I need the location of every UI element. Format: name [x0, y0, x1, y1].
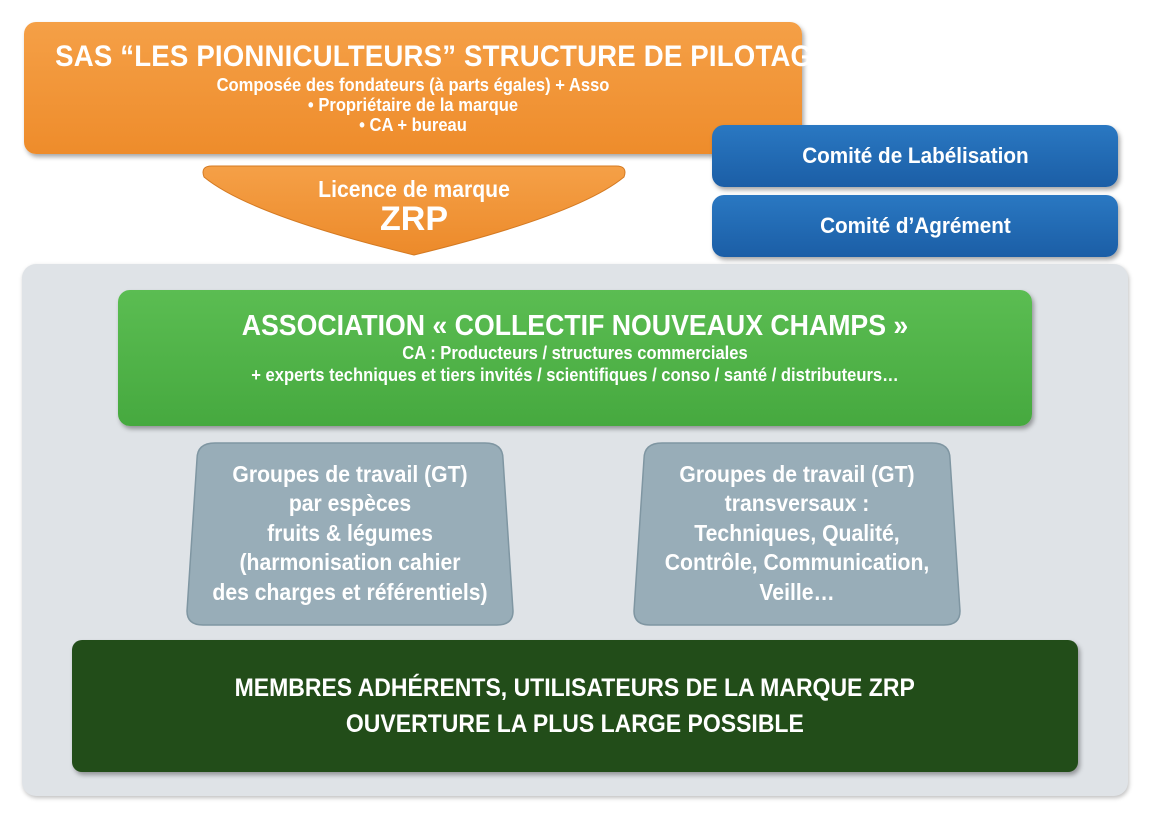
gt-species-line: des charges et référentiels) — [212, 578, 488, 605]
committee-labelisation-box: Comité de Labélisation — [712, 125, 1118, 187]
gt-transversal-line: Techniques, Qualité, — [694, 519, 900, 546]
members-box: MEMBRES ADHÉRENTS, UTILISATEURS DE LA MA… — [72, 640, 1078, 772]
licence-arrow-shape — [202, 165, 626, 256]
working-group-transversal-shape — [633, 442, 961, 626]
licence-brand: ZRP — [380, 200, 448, 239]
sas-composition-line: Composée des fondateurs (à parts égales)… — [216, 74, 610, 95]
sas-board-line: • CA + bureau — [359, 114, 467, 135]
sas-steering-box: SAS “LES PIONNICULTEURS” STRUCTURE DE PI… — [24, 22, 831, 154]
gt-transversal-line: transversaux : — [724, 490, 870, 517]
gt-transversal-line: Groupes de travail (GT) — [679, 461, 915, 487]
gt-species-line: Groupes de travail (GT) — [232, 461, 468, 487]
sas-title: SAS “LES PIONNICULTEURS” STRUCTURE DE PI… — [55, 40, 831, 73]
licence-label-group: Licence de marque ZRP — [198, 176, 630, 236]
working-group-species-shape — [186, 442, 514, 626]
committee-labelisation-label: Comité de Labélisation — [801, 143, 1029, 169]
members-title-line: MEMBRES ADHÉRENTS, UTILISATEURS DE LA MA… — [234, 673, 916, 702]
association-experts-line: + experts techniques et tiers invités / … — [251, 364, 899, 385]
working-group-transversal: Groupes de travail (GT) transversaux : T… — [632, 460, 962, 607]
gt-transversal-line: Contrôle, Communication, — [664, 549, 930, 576]
gt-species-line: par espèces — [288, 490, 412, 517]
gt-species-line: (harmonisation cahier — [239, 549, 461, 576]
gt-species-line: fruits & légumes — [267, 519, 433, 546]
working-group-species: Groupes de travail (GT) par espèces frui… — [185, 460, 515, 607]
committee-agrement-box: Comité d’Agrément — [712, 195, 1118, 257]
association-title: ASSOCIATION « COLLECTIF NOUVEAUX CHAMPS … — [241, 310, 909, 342]
members-openness-line: OUVERTURE LA PLUS LARGE POSSIBLE — [346, 710, 804, 738]
association-box: ASSOCIATION « COLLECTIF NOUVEAUX CHAMPS … — [118, 290, 1032, 426]
committee-agrement-label: Comité d’Agrément — [819, 213, 1011, 239]
sas-owner-line: • Propriétaire de la marque — [307, 94, 519, 115]
gt-transversal-line: Veille… — [759, 578, 835, 605]
licence-label: Licence de marque — [318, 176, 510, 202]
association-board-line: CA : Producteurs / structures commercial… — [402, 343, 748, 364]
